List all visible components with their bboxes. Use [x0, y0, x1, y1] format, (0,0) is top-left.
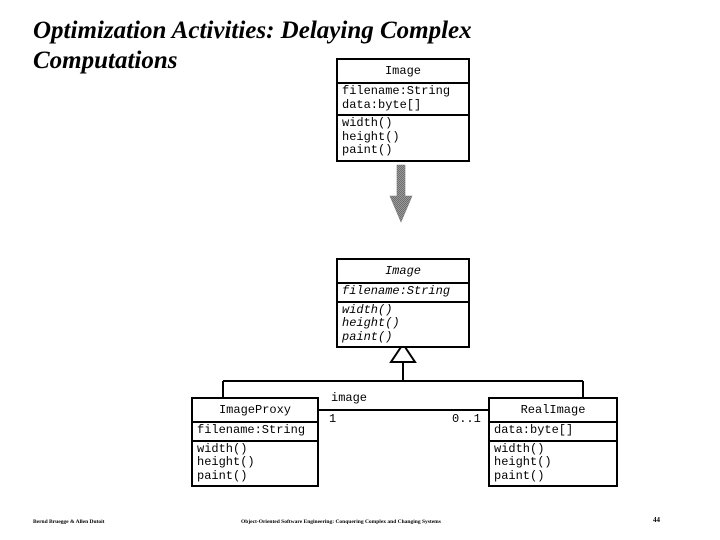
uml-operation: paint() [197, 468, 248, 483]
uml-class-name: RealImage [520, 403, 586, 417]
uml-class-image-abstract[interactable]: Image filename:String width() height() p… [336, 258, 470, 348]
uml-class-realimage[interactable]: RealImage data:byte[] width() height() p… [488, 397, 618, 487]
association-source-multiplicity: 1 [329, 412, 337, 426]
uml-class-name: Image [384, 264, 421, 278]
footer-page-number: 44 [653, 516, 660, 524]
uml-operation: paint() [342, 329, 393, 344]
uml-operation: height() [197, 455, 255, 469]
uml-operations: width() height() paint() [338, 114, 468, 160]
uml-operations: width() height() paint() [193, 439, 317, 486]
uml-operation: height() [494, 455, 552, 469]
uml-class-image-top[interactable]: Image filename:String data:byte[] width(… [336, 58, 470, 162]
uml-attributes: data:byte[] [490, 421, 616, 440]
generalization-connector [222, 342, 584, 397]
uml-operation: paint() [494, 468, 545, 483]
uml-operation: width() [342, 116, 393, 130]
page-title: Optimization Activities: Delaying Comple… [33, 17, 472, 74]
uml-operations: width() height() paint() [338, 300, 468, 347]
uml-operations: width() height() paint() [490, 439, 616, 486]
uml-attribute: filename:String [342, 284, 451, 298]
footer-book-title: Object-Oriented Software Engineering: Co… [241, 519, 441, 525]
uml-attribute: data:byte[] [494, 423, 574, 437]
uml-operation: width() [494, 441, 545, 456]
uml-operation: width() [197, 441, 248, 456]
uml-attribute: data:byte[] [342, 97, 422, 112]
uml-class-imageproxy[interactable]: ImageProxy filename:String width() heigh… [191, 397, 319, 487]
uml-operation: height() [342, 129, 400, 144]
footer-authors: Bernd Bruegge & Allen Dutoit [33, 519, 105, 525]
association-role-label: image [331, 391, 368, 405]
transform-down-arrow [389, 164, 413, 223]
uml-attribute: filename:String [342, 84, 451, 98]
uml-operation: height() [342, 316, 400, 330]
uml-attribute: filename:String [197, 423, 306, 437]
uml-operation: width() [342, 302, 393, 317]
uml-attributes: filename:String data:byte[] [338, 82, 468, 114]
uml-attributes: filename:String [193, 421, 317, 440]
uml-attributes: filename:String [338, 282, 468, 301]
uml-class-name: Image [384, 64, 421, 78]
uml-class-name: ImageProxy [218, 403, 291, 417]
association-target-multiplicity: 0..1 [452, 412, 481, 426]
uml-operation: paint() [342, 143, 393, 157]
